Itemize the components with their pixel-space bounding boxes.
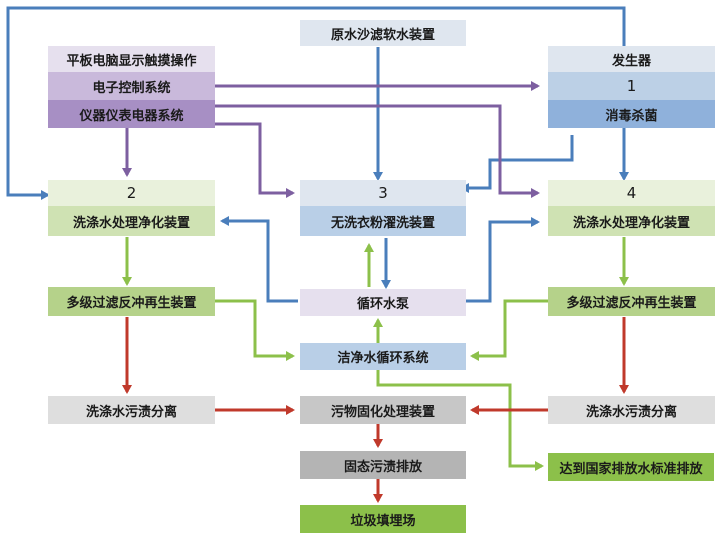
center-washer-box: 无洗衣粉濯洗装置 <box>300 206 466 236</box>
arrow-pump-to-right-purify <box>466 217 540 303</box>
disinfection-box: 消毒杀菌 <box>548 100 715 128</box>
arrow-right-filter-to-cycle <box>470 299 548 361</box>
right-purify-number: 4 <box>548 180 715 206</box>
arrow-cycle-to-national-standard <box>376 368 544 471</box>
national-standard-box: 达到国家排放水标准排放 <box>548 453 714 481</box>
right-separation-box: 洗涤水污渍分离 <box>548 396 715 424</box>
left-purify-number: 2 <box>48 180 215 206</box>
right-wash-purify-box: 洗涤水处理净化装置 <box>548 206 715 236</box>
left-wash-purify-box: 洗涤水处理净化装置 <box>48 206 215 236</box>
arrow-generator-to-left-purify <box>6 6 626 200</box>
generator-box: 发生器 <box>548 46 715 72</box>
circulation-pump-box: 循环水泵 <box>300 289 466 316</box>
instrument-system-box: 仪器仪表电器系统 <box>48 100 215 128</box>
arrow-left-filter-to-cycle <box>215 299 295 361</box>
arrow-instrument-to-right-purify <box>215 104 540 198</box>
right-multifilter-box: 多级过滤反冲再生装置 <box>548 287 715 316</box>
electronic-control-box: 电子控制系统 <box>48 72 215 100</box>
sludge-solidify-box: 污物固化处理装置 <box>300 396 466 424</box>
solid-discharge-box: 固态污渍排放 <box>300 451 466 479</box>
panel-touch-box: 平板电脑显示触摸操作 <box>48 46 215 72</box>
landfill-box: 垃圾填埋场 <box>300 505 466 533</box>
raw-water-softening-box: 原水沙滤软水装置 <box>300 20 466 46</box>
left-multifilter-box: 多级过滤反冲再生装置 <box>48 287 215 316</box>
clean-water-cycle-box: 洁净水循环系统 <box>300 343 466 370</box>
generator-number: 1 <box>548 72 715 100</box>
arrow-instrument-to-washer <box>215 122 295 198</box>
arrow-pump-to-left-purify <box>220 216 298 303</box>
left-separation-box: 洗涤水污渍分离 <box>48 396 215 424</box>
arrow-disinfection-to-washer <box>460 135 574 193</box>
washer-number: 3 <box>300 180 466 206</box>
